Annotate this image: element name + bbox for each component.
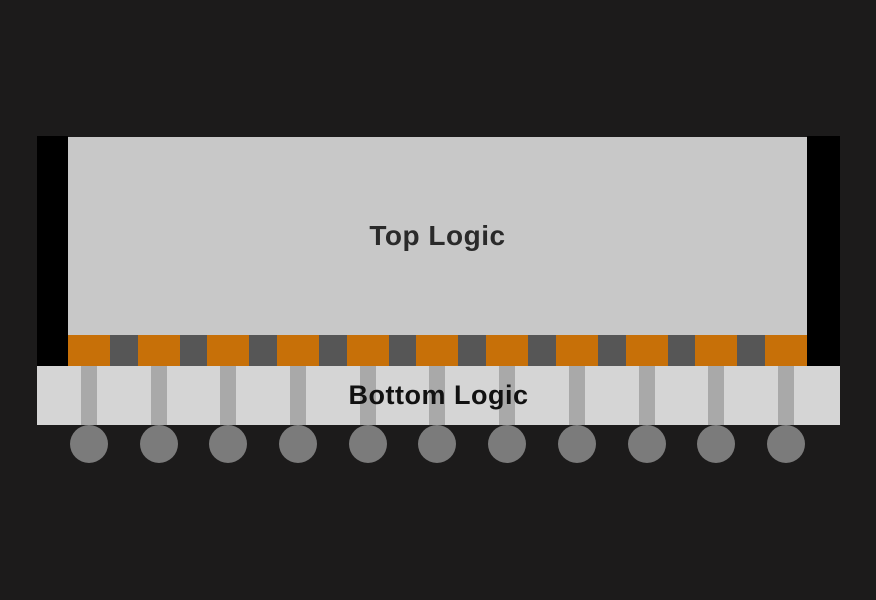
top-logic-label: Top Logic (369, 220, 506, 251)
microbump (625, 335, 668, 366)
right-side-black-bar (807, 136, 840, 366)
microbump-strip (68, 335, 807, 366)
left-side-black-bar (37, 136, 68, 366)
solder-ball (209, 425, 248, 463)
solder-ball (418, 425, 457, 463)
solder-ball (488, 425, 527, 463)
solder-ball (766, 425, 805, 463)
solder-ball (627, 425, 666, 463)
top-logic-die: Top Logic (68, 137, 807, 335)
via-pin (220, 366, 237, 425)
microbump (764, 335, 807, 366)
via-pin (290, 366, 307, 425)
via-pin (81, 366, 97, 425)
microbump (137, 335, 180, 366)
solder-ball (70, 425, 108, 463)
microbump (346, 335, 389, 366)
via-pin (359, 366, 376, 425)
microbump (277, 335, 320, 366)
via-pin (429, 366, 446, 425)
microbump (486, 335, 529, 366)
solder-ball (348, 425, 387, 463)
microbump (68, 335, 110, 366)
solder-ball (557, 425, 596, 463)
via-pin (568, 366, 585, 425)
microbump (207, 335, 250, 366)
bottom-logic-label: Bottom Logic (348, 380, 529, 410)
via-pin (777, 366, 794, 425)
solder-ball (139, 425, 178, 463)
solder-ball-row (70, 425, 805, 463)
via-pin (150, 366, 167, 425)
solder-ball (279, 425, 318, 463)
microbump (555, 335, 598, 366)
via-pin (708, 366, 725, 425)
via-pin-row (81, 366, 794, 425)
solder-ball (697, 425, 736, 463)
via-pin (499, 366, 516, 425)
microbump (416, 335, 459, 366)
microbump (695, 335, 738, 366)
via-pin (638, 366, 655, 425)
